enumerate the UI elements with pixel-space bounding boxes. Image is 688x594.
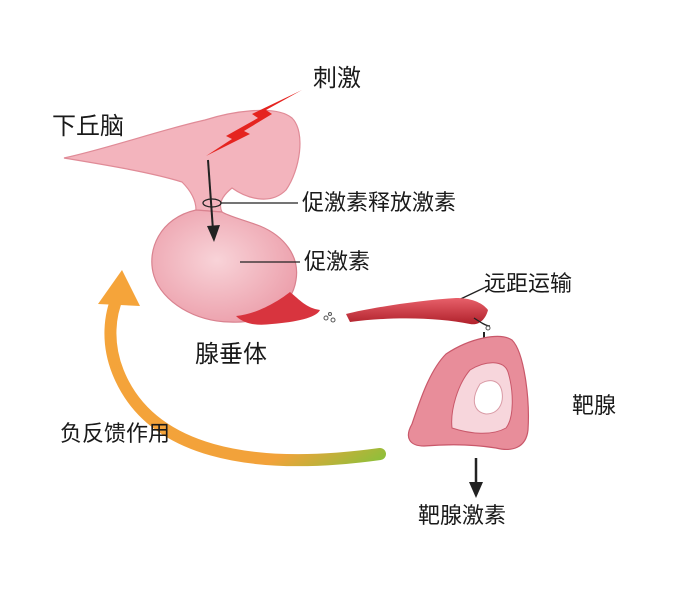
label-hypothalamus: 下丘脑 [52, 112, 124, 140]
label-releasing-hormone: 促激素释放激素 [302, 191, 457, 216]
label-pituitary: 腺垂体 [195, 340, 267, 368]
label-stimulus: 刺激 [313, 64, 361, 92]
stimulus-bolt-icon [206, 90, 302, 156]
secretion-arrow [207, 159, 220, 242]
target-gland-shape [407, 335, 529, 451]
negative-feedback-arrow [98, 270, 386, 467]
transport-vessel [346, 298, 491, 331]
hormone-particles [323, 312, 336, 323]
label-target-hormone: 靶腺激素 [418, 504, 507, 529]
output-arrow [469, 458, 483, 498]
label-negative-feedback: 负反馈作用 [60, 422, 171, 447]
label-transport: 远距运输 [484, 272, 573, 297]
label-target-gland: 靶腺 [572, 394, 617, 419]
label-tropic-hormone: 促激素 [304, 250, 371, 275]
pituitary-shape [151, 209, 320, 325]
